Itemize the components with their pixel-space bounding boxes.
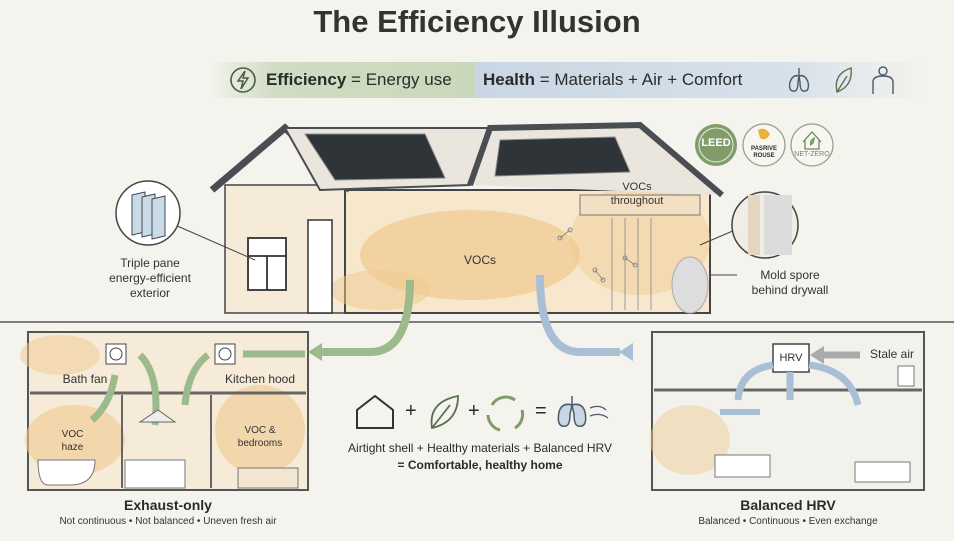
net-zero-badge <box>790 123 834 167</box>
equation-line1: Airtight shell + Healthy materials + Bal… <box>348 441 612 455</box>
mold-callout <box>699 191 799 276</box>
bed-icon <box>854 461 911 483</box>
exhaust-panel-drawing <box>20 331 309 491</box>
green-airflow-arrow <box>320 279 414 356</box>
efficiency-term: Efficiency <box>266 70 347 89</box>
voc-haze-line2: haze <box>61 442 84 453</box>
bathtub-icon <box>37 459 96 486</box>
window-callout-line3: exterior <box>129 286 170 300</box>
passive-house-badge <box>742 123 786 167</box>
exhaust-only-title: Exhaust-only <box>124 497 212 513</box>
stove-icon <box>124 459 186 489</box>
health-rest: = Materials + Air + Comfort <box>539 70 743 89</box>
voc-bedrooms-line1: VOC & <box>244 425 276 436</box>
passive-house-label: PASRIVE ROUSE <box>742 146 786 160</box>
voc-molecule-icon <box>557 227 638 283</box>
health-banner: Health = Materials + Air + Comfort <box>475 62 925 98</box>
definition-banner: Efficiency = Energy use Health = Materia… <box>210 62 925 98</box>
passive-house-line2: ROUSE <box>753 153 775 159</box>
lungs-icon <box>788 68 810 92</box>
mold-callout-line1: Mold spore <box>760 268 820 282</box>
equals-symbol: = <box>535 400 547 422</box>
vocs-throughout-line1: VOCs <box>622 181 652 193</box>
efficiency-definition: Efficiency = Energy use <box>266 70 452 90</box>
efficiency-rest: = Energy use <box>351 70 452 89</box>
equation-line2: = Comfortable, healthy home <box>397 458 563 472</box>
passive-house-line1: PASRIVE <box>751 146 777 152</box>
window-callout-line1: Triple pane <box>120 256 180 270</box>
stale-air-label: Stale air <box>869 347 915 361</box>
mold-patch <box>671 256 709 314</box>
leaf-icon <box>835 67 852 93</box>
solar-panel <box>304 133 631 181</box>
kitchen-hood-label: Kitchen hood <box>224 372 296 386</box>
leed-badge <box>695 124 737 166</box>
house <box>209 121 724 314</box>
plus-symbol: + <box>468 400 480 422</box>
mold-callout-label: Mold spore behind drywall <box>735 268 845 298</box>
health-definition: Health = Materials + Air + Comfort <box>483 70 742 90</box>
window-callout-label: Triple pane energy-efficient exterior <box>85 256 215 301</box>
kitchen-hood-fan-icon <box>214 343 236 365</box>
lungs-icon <box>557 396 587 427</box>
net-zero-label: NET-ZERO <box>794 151 830 158</box>
vocs-throughout-label: VOCs throughout <box>597 180 677 208</box>
voc-bedrooms-label: VOC & bedrooms <box>230 424 290 450</box>
bath-fan-label: Bath fan <box>62 372 108 386</box>
voc-haze-line1: VOC <box>61 429 84 440</box>
mold-callout-line2: behind drywall <box>751 283 829 297</box>
leaf-icon <box>430 394 459 430</box>
hrv-panel-drawing <box>650 331 925 491</box>
health-term: Health <box>483 70 535 89</box>
leed-label: LEED <box>701 137 731 149</box>
sofa-icon <box>714 454 771 478</box>
balanced-hrv-title: Balanced HRV <box>740 497 836 513</box>
window-callout-line2: energy-efficient <box>109 271 191 285</box>
blue-airflow-arrow <box>536 274 620 356</box>
exhaust-only-subtitle: Not continuous • Not balanced • Uneven f… <box>59 516 277 527</box>
bed-icon <box>237 467 299 489</box>
plus-symbol: + <box>405 400 417 422</box>
hrv-label: HRV <box>779 352 803 364</box>
vocs-label: VOCs <box>463 253 496 267</box>
bath-fan-icon <box>105 343 127 365</box>
house-icon <box>356 394 394 429</box>
balanced-hrv-subtitle: Balanced • Continuous • Even exchange <box>698 516 878 527</box>
page-title: The Efficiency Illusion <box>313 4 641 39</box>
voc-bedrooms-line2: bedrooms <box>237 438 283 449</box>
recycle-arrows-icon <box>486 395 525 432</box>
health-icons <box>788 66 894 94</box>
equation-icons <box>356 394 609 432</box>
door <box>307 219 333 314</box>
lightning-bolt-icon <box>230 67 256 93</box>
body-icon <box>872 66 894 94</box>
window <box>247 237 287 291</box>
voc-haze-label: VOC haze <box>50 428 95 454</box>
vocs-throughout-line2: throughout <box>610 195 664 207</box>
efficiency-banner: Efficiency = Energy use <box>210 62 475 98</box>
window-callout <box>115 180 256 261</box>
